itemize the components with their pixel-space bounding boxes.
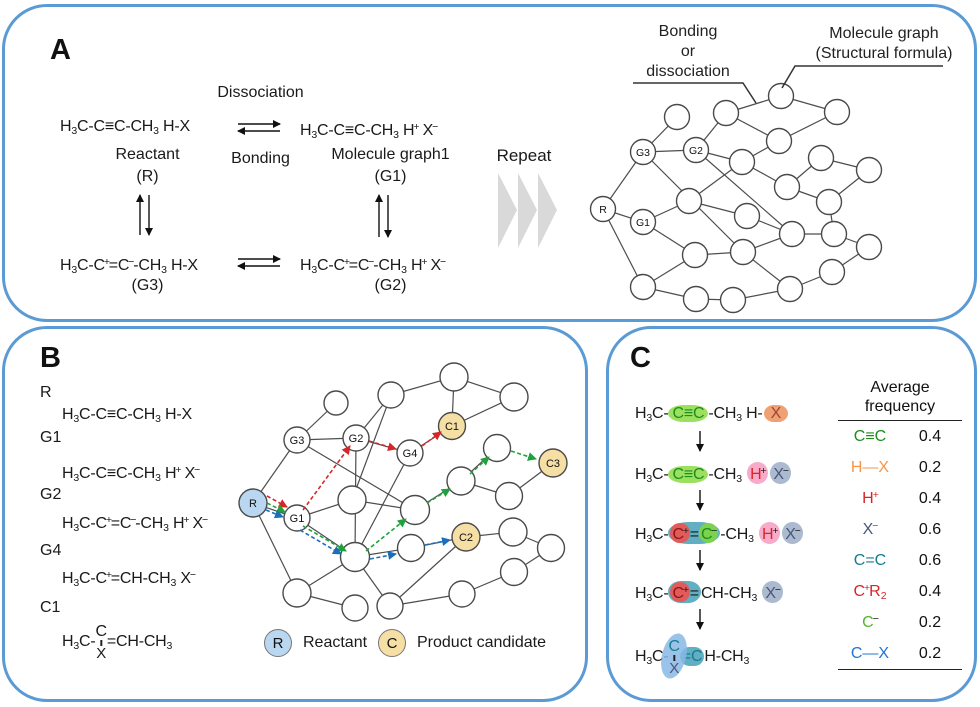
frequency-term: X− bbox=[862, 520, 879, 538]
molecule-graph1-id: (G1) bbox=[374, 168, 407, 185]
frequency-row-1: C≡C 0.4 bbox=[838, 421, 962, 452]
molecule-entry-id-C1: C1 bbox=[40, 599, 61, 616]
panel-c-label: C bbox=[630, 342, 651, 374]
molecule-entry-id-G1: G1 bbox=[40, 429, 62, 446]
frequency-term: C− bbox=[862, 613, 879, 631]
panel-a-label: A bbox=[50, 34, 71, 66]
reaction-step-3: H3C-C+=C−-CH3 H+X− bbox=[635, 522, 804, 549]
molecule-entry-formula-G4: H3C-C+=CH-CH3 X− bbox=[62, 569, 196, 589]
frequency-value: 0.2 bbox=[918, 613, 942, 631]
table-bottom-rule bbox=[838, 669, 962, 670]
frequency-value: 0.4 bbox=[918, 427, 942, 445]
table-top-rule bbox=[838, 420, 962, 421]
dissociation-label: Dissociation bbox=[217, 84, 304, 101]
frequency-value: 0.4 bbox=[918, 582, 942, 600]
frequency-row-2: H—X 0.2 bbox=[838, 452, 962, 483]
frequency-row-3: H+ 0.4 bbox=[838, 483, 962, 514]
frequency-value: 0.6 bbox=[918, 520, 942, 538]
frequency-term: H+ bbox=[862, 489, 879, 507]
panel-b-label: B bbox=[40, 342, 61, 374]
formula-g1: H3C-C≡C-CH3 H+ X− bbox=[300, 121, 439, 141]
molecule-entry-id-R: R bbox=[40, 384, 52, 401]
molecule-entry-formula-G2: H3C-C+=C−-CH3 H+ X− bbox=[62, 514, 208, 534]
frequency-value: 0.2 bbox=[918, 458, 942, 476]
reaction-step-1: H3C-C≡C-CH3 H-X bbox=[635, 404, 789, 428]
molecule-entry-id-G2: G2 bbox=[40, 486, 62, 503]
reaction-step-4: H3C-C+=CH-CH3 X− bbox=[635, 581, 784, 608]
frequency-row-4: X− 0.6 bbox=[838, 514, 962, 545]
reactant-name: Reactant bbox=[115, 146, 180, 163]
frequency-value: 0.4 bbox=[918, 489, 942, 507]
frequency-term: H—X bbox=[850, 458, 890, 476]
formula-g2: H3C-C+=C−-CH3 H+ X− bbox=[300, 256, 446, 276]
frequency-term: C=C bbox=[853, 551, 887, 569]
frequency-term: C≡C bbox=[853, 427, 887, 445]
molecule-entry-formula-R: H3C-C≡C-CH3 H-X bbox=[62, 406, 193, 425]
formula-g3: H3C-C+=C−-CH3 H-X bbox=[60, 256, 198, 276]
molecule-entry-id-G4: G4 bbox=[40, 542, 62, 559]
annotation-bonding-or-dissociation: Bonding or dissociation bbox=[646, 23, 730, 80]
frequency-value: 0.2 bbox=[918, 644, 942, 662]
annotation-molecule-graph: Molecule graph (Structural formula) bbox=[815, 25, 953, 62]
legend-candidate-circle: C bbox=[378, 629, 406, 657]
frequency-row-5: C=C 0.6 bbox=[838, 545, 962, 576]
repeat-label: Repeat bbox=[496, 146, 552, 165]
reactant-id: (R) bbox=[136, 168, 159, 185]
frequency-table-header: Average frequency bbox=[864, 379, 936, 415]
reaction-step-2: H3C-C≡C-CH3 H+X− bbox=[635, 462, 792, 489]
bonding-label: Bonding bbox=[231, 150, 290, 167]
frequency-row-8: C—X 0.2 bbox=[838, 638, 962, 669]
formula-reactant: H3C-C≡C-CH3 H-X bbox=[60, 118, 191, 137]
frequency-value: 0.6 bbox=[918, 551, 942, 569]
legend-candidate-label: Product candidate bbox=[417, 634, 546, 651]
frequency-term: C+R2 bbox=[853, 581, 887, 602]
frequency-term: C—X bbox=[850, 644, 890, 662]
g3-id: (G3) bbox=[131, 277, 164, 294]
molecule-graph1-name: Molecule graph1 bbox=[331, 146, 450, 163]
g2-id: (G2) bbox=[374, 277, 407, 294]
molecule-entry-formula-G1: H3C-C≡C-CH3 H+ X− bbox=[62, 464, 201, 484]
frequency-row-7: C− 0.2 bbox=[838, 607, 962, 638]
legend-reactant-circle: R bbox=[264, 629, 292, 657]
legend-reactant-label: Reactant bbox=[303, 634, 368, 651]
frequency-row-6: C+R2 0.4 bbox=[838, 576, 962, 607]
